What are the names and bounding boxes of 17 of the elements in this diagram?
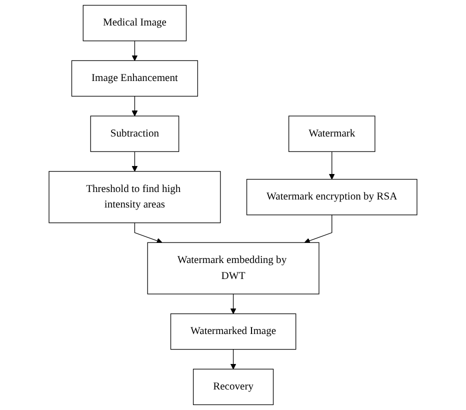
node-box: Watermark embedding by DWT (147, 242, 320, 294)
arrow (230, 349, 236, 370)
arrow (134, 222, 162, 244)
arrow (304, 214, 332, 244)
node-box: Subtraction (90, 116, 180, 152)
arrow (132, 96, 138, 116)
arrow (132, 40, 138, 61)
arrow (230, 294, 236, 314)
node-box: Medical Image (82, 4, 187, 42)
node-box: Watermark encryption by RSA (246, 178, 418, 216)
node-box: Watermarked Image (170, 313, 296, 350)
node-box: Recovery (192, 368, 274, 406)
node-box: Image Enhancement (71, 60, 198, 97)
node-box: Threshold to find high intensity areas (48, 171, 221, 224)
node-box: Watermark (288, 116, 376, 152)
arrow (132, 151, 138, 172)
arrow (328, 151, 335, 180)
